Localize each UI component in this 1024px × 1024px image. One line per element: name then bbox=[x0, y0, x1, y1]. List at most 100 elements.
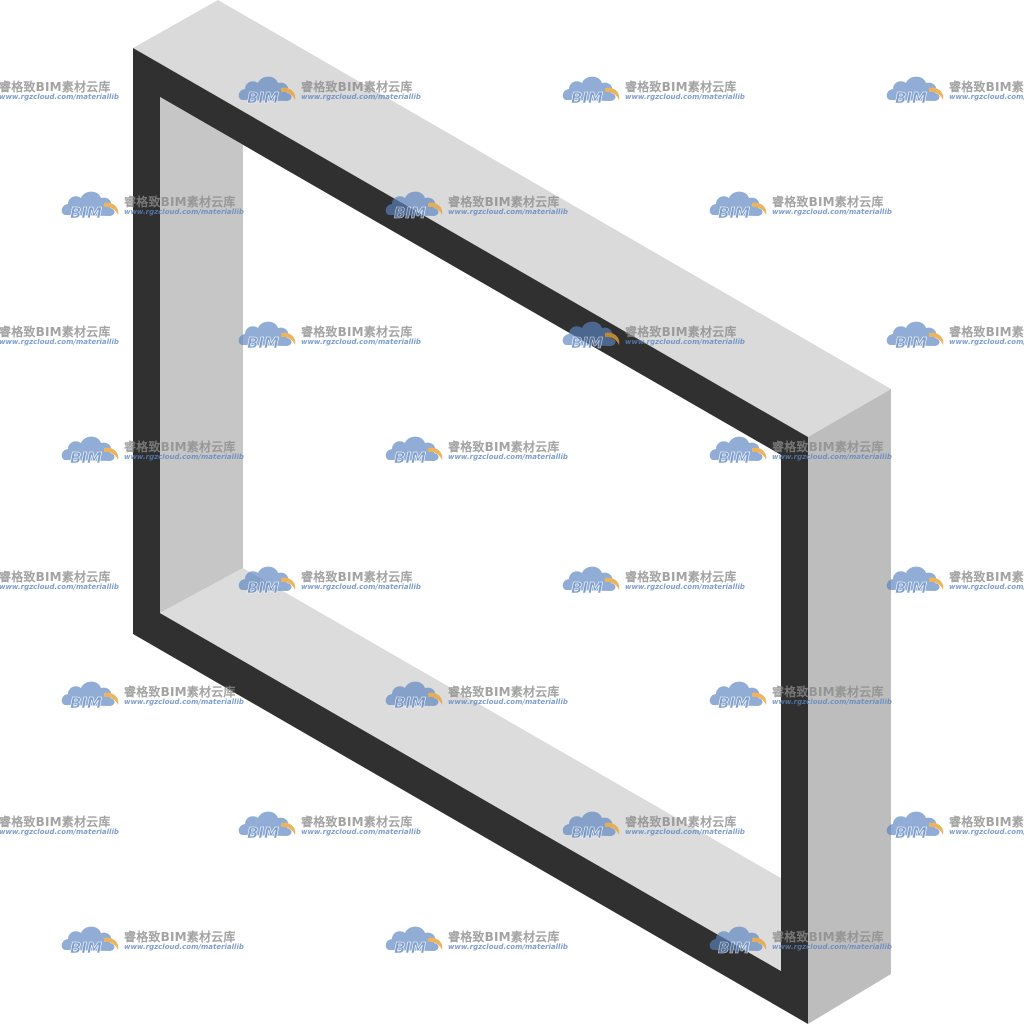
logo-text: BIM bbox=[70, 694, 102, 712]
cloud-logo-icon: BIM bbox=[562, 811, 620, 842]
watermark-url: www.rgzcloud.com/materiallib bbox=[301, 338, 421, 346]
watermark-title: 睿格致BIM素材云库 bbox=[625, 80, 737, 94]
frame-inner-bottom-face bbox=[160, 568, 781, 971]
watermark-url: www.rgzcloud.com/materiallib bbox=[949, 338, 1024, 346]
watermark-url: www.rgzcloud.com/materiallib bbox=[124, 453, 244, 461]
watermark-title: 睿格致BIM素材云库 bbox=[772, 195, 884, 209]
cloud-logo-icon: BIM bbox=[385, 436, 443, 467]
watermark-url: www.rgzcloud.com/materiallib bbox=[448, 208, 568, 216]
logo-text: BIM bbox=[718, 204, 750, 222]
watermark-url: www.rgzcloud.com/materiallib bbox=[772, 698, 892, 706]
logo-text: BIM bbox=[571, 824, 603, 842]
frame-front-edge bbox=[133, 48, 808, 1024]
logo-text: BIM bbox=[70, 449, 102, 467]
cloud-logo-icon: BIM bbox=[238, 811, 296, 842]
watermark-url: www.rgzcloud.com/materiallib bbox=[124, 943, 244, 951]
cloud-logo-icon: BIM bbox=[238, 321, 296, 352]
watermark-url: www.rgzcloud.com/materiallib bbox=[949, 583, 1024, 591]
watermark-title: 睿格致BIM素材云库 bbox=[124, 195, 236, 209]
logo-text: BIM bbox=[571, 334, 603, 352]
logo-text: BIM bbox=[70, 204, 102, 222]
logo-text: BIM bbox=[394, 449, 426, 467]
watermark-tile: BIM睿格致BIM素材云库www.rgzcloud.com/materialli… bbox=[885, 70, 1024, 110]
watermark-title: 睿格致BIM素材云库 bbox=[448, 685, 560, 699]
watermark-title: 睿格致BIM素材云库 bbox=[301, 80, 413, 94]
watermark-title: 睿格致BIM素材云库 bbox=[625, 815, 737, 829]
watermark-url: www.rgzcloud.com/materiallib bbox=[0, 338, 119, 346]
logo-text: BIM bbox=[718, 449, 750, 467]
cloud-logo-icon: BIM bbox=[709, 926, 767, 957]
logo-text: BIM bbox=[247, 579, 279, 597]
watermark-url: www.rgzcloud.com/materiallib bbox=[625, 828, 745, 836]
cloud-logo-icon: BIM bbox=[886, 321, 944, 352]
watermark-title: 睿格致BIM素材云库 bbox=[949, 570, 1024, 584]
frame-inner-left-face bbox=[160, 97, 243, 613]
logo-text: BIM bbox=[571, 89, 603, 107]
logo-text: BIM bbox=[571, 579, 603, 597]
watermark-url: www.rgzcloud.com/materiallib bbox=[124, 698, 244, 706]
watermark-title: 睿格致BIM素材云库 bbox=[949, 80, 1024, 94]
watermark-url: www.rgzcloud.com/materiallib bbox=[772, 453, 892, 461]
watermark-url: www.rgzcloud.com/materiallib bbox=[772, 943, 892, 951]
watermark-title: 睿格致BIM素材云库 bbox=[0, 325, 111, 339]
watermark-title: 睿格致BIM素材云库 bbox=[772, 930, 884, 944]
watermark-url: www.rgzcloud.com/materiallib bbox=[0, 828, 119, 836]
cloud-logo-icon: BIM bbox=[709, 681, 767, 712]
watermark-tile: BIM睿格致BIM素材云库www.rgzcloud.com/materialli… bbox=[0, 805, 125, 845]
watermark-title: 睿格致BIM素材云库 bbox=[949, 815, 1024, 829]
logo-text: BIM bbox=[895, 89, 927, 107]
cloud-logo-icon: BIM bbox=[61, 681, 119, 712]
watermark-url: www.rgzcloud.com/materiallib bbox=[625, 338, 745, 346]
frame-inner-top-face bbox=[243, 145, 781, 878]
watermark-tile: BIM睿格致BIM素材云库www.rgzcloud.com/materialli… bbox=[0, 70, 125, 110]
frame-right-face bbox=[808, 389, 891, 1024]
watermark-tile: BIM 睿格致BIM素材云库www.rgzcloud.com/materialli… bbox=[885, 560, 1024, 600]
watermark-title: 睿格致BIM素材云库 bbox=[625, 570, 737, 584]
watermark-title: 睿格致BIM素材云库 bbox=[301, 325, 413, 339]
watermark-title: 睿格致BIM素材云库 bbox=[301, 570, 413, 584]
cloud-logo-icon: BIM bbox=[385, 191, 443, 222]
watermark-url: www.rgzcloud.com/materiallib bbox=[772, 208, 892, 216]
watermark-url: www.rgzcloud.com/materiallib bbox=[301, 583, 421, 591]
frame-top-face bbox=[133, 0, 891, 437]
watermark-tile: BIM睿格致BIM素材云库www.rgzcloud.com/materialli… bbox=[0, 315, 125, 355]
watermark-title: 睿格致BIM素材云库 bbox=[0, 570, 111, 584]
watermark-title: 睿格致BIM素材云库 bbox=[124, 685, 236, 699]
cloud-logo-icon: BIM bbox=[562, 76, 620, 107]
cloud-logo-icon: BIM bbox=[385, 681, 443, 712]
watermark-title: 睿格致BIM素材云库 bbox=[772, 440, 884, 454]
watermark-title: 睿格致BIM素材云库 bbox=[124, 930, 236, 944]
watermark-title: 睿格致BIM素材云库 bbox=[949, 325, 1024, 339]
cloud-logo-icon: BIM bbox=[385, 926, 443, 957]
cloud-logo-icon: BIM bbox=[238, 76, 296, 107]
cloud-logo-icon: BIM bbox=[61, 926, 119, 957]
logo-text: BIM bbox=[895, 579, 927, 597]
cloud-logo-icon: BIM bbox=[562, 321, 620, 352]
logo-text: BIM bbox=[895, 824, 927, 842]
logo-text: BIM bbox=[718, 694, 750, 712]
watermark-url: www.rgzcloud.com/materiallib bbox=[301, 93, 421, 101]
logo-text: BIM bbox=[247, 89, 279, 107]
watermark-url: www.rgzcloud.com/materiallib bbox=[0, 93, 119, 101]
logo-text: BIM bbox=[70, 939, 102, 957]
watermark-title: 睿格致BIM素材云库 bbox=[124, 440, 236, 454]
cloud-logo-icon: BIM bbox=[886, 76, 944, 107]
watermark-title: 睿格致BIM素材云库 bbox=[772, 685, 884, 699]
